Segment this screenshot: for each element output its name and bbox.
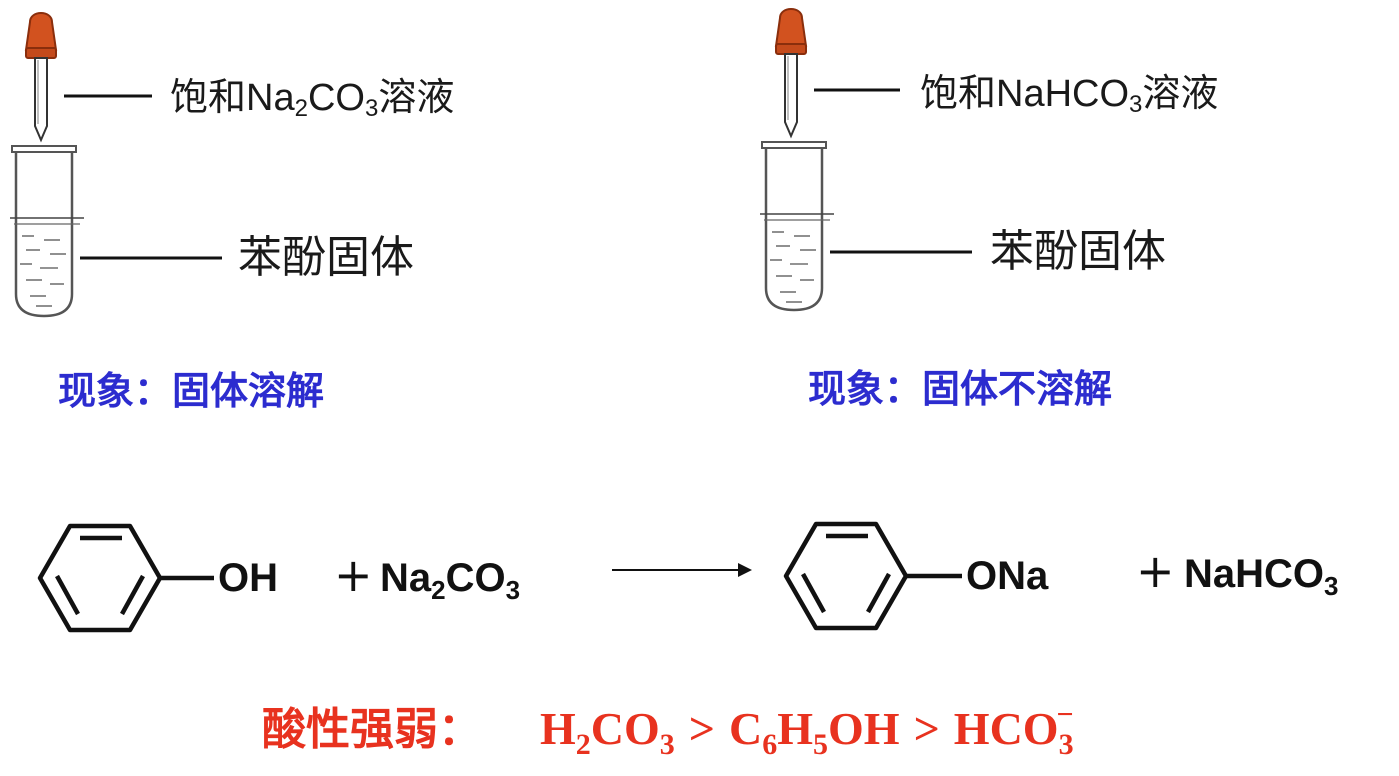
formula-part: CO [445,556,506,600]
benzene-ring-icon [37,523,214,633]
reagent-label-left: 饱和Na2CO3溶液 [170,78,454,121]
reagent-subscript: 3 [1129,91,1143,118]
formula-subscript: 3 [1058,728,1074,761]
reagent-suffix: 溶液 [378,75,455,119]
acidity-label: 酸性强弱： [262,704,482,755]
plus-sign: + [334,548,373,602]
reagent-prefix: 饱和 [170,75,247,119]
formula-part: OH [828,703,900,754]
formula-part: CO [590,703,660,754]
reactant-hydroxyl-group: OH [218,556,278,600]
test-tube-icon [10,145,84,318]
product-phenoxide-group: ONa [966,554,1049,598]
reagent-formula-part: NaHCO [996,73,1130,115]
reagent-subscript: 2 [294,95,308,122]
formula-subscript: 2 [431,575,446,605]
phenomenon-text: 固体溶解 [172,369,325,413]
reagent-formula-part: CO [307,77,365,119]
formula-part: NaHCO [1184,552,1325,596]
formula-subscript: 2 [575,728,591,761]
test-tube-icon [760,141,834,312]
acidity-order: H2CO3>C6H5OH>HCO3− [540,700,1074,761]
phenomenon-label: 现象： [808,367,923,411]
greater-than-sign: > [688,703,715,754]
solid-label-left: 苯酚固体 [238,232,414,283]
formula-subscript: 3 [505,575,521,605]
formula-subscript: 3 [1324,571,1339,601]
dropper-icon [774,8,808,139]
reagent-prefix: 饱和 [920,71,997,115]
formula-part: H [540,703,576,754]
reagent-subscript: 3 [364,95,379,122]
plus-sign: + [1136,544,1175,598]
ion-charge: − [1056,698,1074,731]
phenomenon-label: 现象： [58,369,173,413]
phenomenon-left: 现象：固体溶解 [58,372,324,410]
bicarbonate-ion: HCO3− [953,700,1074,761]
benzene-ring-icon [783,521,962,631]
reaction-arrow-icon [612,563,752,577]
product-sodium-bicarbonate: NaHCO3 [1184,554,1339,599]
reagent-formula-part: Na [246,77,295,119]
dropper-icon [24,12,58,143]
formula-subscript: 5 [813,728,829,761]
formula-part: HCO [953,703,1059,754]
formula-part: Na [380,556,432,600]
formula-part: C [729,703,763,754]
phenomenon-text: 固体不溶解 [922,367,1113,411]
reagent-label-right: 饱和NaHCO3溶液 [920,74,1218,117]
formula-subscript: 3 [659,728,675,761]
solid-label-right: 苯酚固体 [990,226,1166,277]
reactant-sodium-carbonate: Na2CO3 [380,558,520,603]
reagent-suffix: 溶液 [1142,71,1219,115]
formula-subscript: 6 [762,728,778,761]
greater-than-sign: > [913,703,940,754]
formula-part: H [777,703,814,754]
phenomenon-right: 现象：固体不溶解 [808,370,1112,408]
